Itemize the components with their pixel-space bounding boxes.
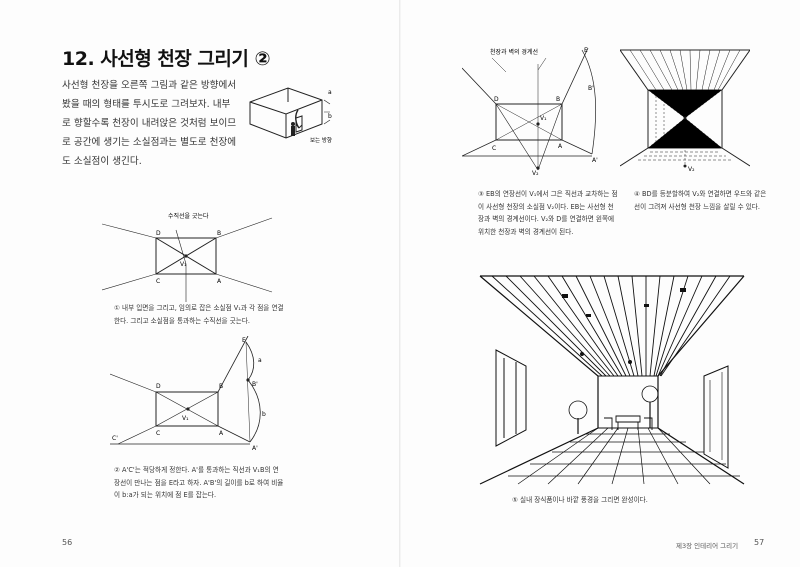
fig1-corner-c: C — [156, 278, 160, 285]
fig2-label-b: b — [262, 411, 266, 418]
figure-3-caption: ③ EB의 연장선이 V₁에서 그은 직선과 교차하는 점이 사선형 천장의 소… — [478, 190, 618, 236]
thumb-label-a: a — [328, 89, 332, 96]
fig3-corner-d: D — [494, 96, 499, 103]
thumb-label-b: b — [328, 113, 332, 120]
fig1-label-top: 수직선을 긋는다 — [168, 212, 209, 220]
thumb-label-view: 보는 방향 — [310, 136, 332, 144]
figure-2-diagram: E a B' b A' C' D B C A V₁ — [110, 336, 266, 452]
right-page-number: 57 — [754, 538, 765, 547]
fig3-corner-c: C — [492, 145, 496, 152]
fig1-corner-a: A — [217, 278, 222, 285]
figure-5-caption: ⑤ 실내 장식품이나 바깥 풍경을 그리면 완성이다. — [512, 496, 648, 504]
fig2-label-c2: C' — [112, 435, 118, 442]
fig1-corner-b: B — [217, 230, 221, 237]
fig1-vp: V₁ — [180, 261, 187, 268]
figure-4-caption: ④ BD를 등분할하여 V₂와 연결하면 우드와 같은 선이 그려져 사선형 천… — [634, 190, 767, 211]
fig2-corner-d: D — [156, 383, 161, 390]
fig2-vp: V₁ — [182, 415, 189, 422]
fig3-vp1: V₁ — [540, 115, 547, 122]
chapter-folio: 제3장 인테리어 그리기 — [676, 542, 739, 550]
figure-3-diagram: 천장과 벽의 경계선 E B' D B C A A' V₁ V₂ — [462, 47, 598, 176]
figure-5-interior-sketch — [479, 275, 745, 485]
fig2-label-a2: A' — [252, 445, 258, 452]
fig2-label-a: a — [258, 357, 262, 364]
fig2-corner-c: C — [156, 430, 160, 437]
figure-1-caption: ① 내부 입면을 그리고, 임의로 잡은 소실점 V₁과 각 점을 연결한다. … — [114, 304, 284, 325]
fig3-corner-b: B — [556, 96, 560, 103]
fig2-label-b2: B' — [252, 381, 258, 388]
figure-1-diagram: 수직선을 긋는다 D B C A V₁ — [102, 212, 273, 302]
fig3-label-b2: B' — [588, 85, 594, 92]
fig4-vp2: V₂ — [688, 166, 695, 172]
figure-4-diagram: V₁ V₂ — [620, 49, 750, 172]
page-gutter — [399, 0, 401, 567]
thumbnail-sketch: a b 보는 방향 — [249, 87, 332, 144]
fig4-vp1: V₁ — [687, 107, 694, 114]
fig2-corner-b: B — [219, 383, 223, 390]
fig3-label-top: 천장과 벽의 경계선 — [490, 48, 538, 56]
fig2-label-e: E — [242, 337, 246, 344]
fig2-corner-a: A — [219, 430, 224, 437]
fig3-label-a2: A' — [592, 157, 598, 164]
fig3-corner-a: A — [558, 143, 563, 150]
fig1-corner-d: D — [156, 230, 161, 237]
left-page-number: 56 — [62, 538, 73, 547]
intro-paragraph: 사선형 천장을 오른쪽 그림과 같은 방향에서 봤을 때의 형태를 투시도로 그… — [62, 80, 237, 167]
fig3-vp2: V₂ — [532, 170, 539, 176]
figure-2-caption: ② A'C'는 적당하게 정한다. A'를 통과하는 직선과 V₁B의 연장선이… — [114, 466, 284, 499]
fig3-label-e: E — [584, 47, 588, 54]
page-title: 12. 사선형 천장 그리기 ② — [62, 48, 271, 70]
